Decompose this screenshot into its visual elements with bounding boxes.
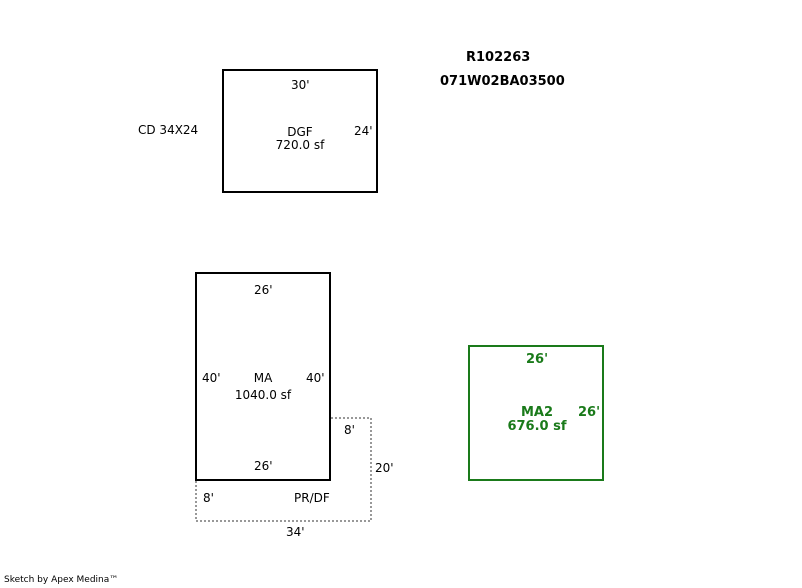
ma-area: 1040.0 sf xyxy=(234,388,292,402)
dgf-top-dim: 30' xyxy=(291,78,310,92)
ma2-name: MA2 xyxy=(520,405,554,420)
dgf-right-dim: 24' xyxy=(354,124,373,138)
ma2-right-dim: 26' xyxy=(578,405,601,420)
ma-outline xyxy=(195,272,331,481)
sketch-credit: Sketch by Apex Medina™ xyxy=(4,575,119,585)
ma-top-dim: 26' xyxy=(254,283,273,297)
prdf-left-dim: 8' xyxy=(203,491,214,505)
ma2-outline xyxy=(468,345,604,481)
map-number: 071W02BA03500 xyxy=(440,74,565,89)
ma-name: MA xyxy=(253,371,273,385)
ma2-top-dim: 26' xyxy=(526,352,549,367)
dgf-outline xyxy=(222,69,378,193)
prdf-name: PR/DF xyxy=(294,491,330,505)
ma-left-dim: 40' xyxy=(202,371,221,385)
prdf-top-right-dim: 8' xyxy=(344,423,355,437)
ma-right-dim: 40' xyxy=(306,371,325,385)
ma2-area: 676.0 sf xyxy=(507,419,567,434)
ma-bottom-dim: 26' xyxy=(254,459,273,473)
dgf-side-label: CD 34X24 xyxy=(138,123,199,137)
prdf-right-dim: 20' xyxy=(375,461,394,475)
dgf-name: DGF xyxy=(287,125,313,139)
dgf-area: 720.0 sf xyxy=(275,138,325,152)
parcel-id: R102263 xyxy=(466,50,531,65)
prdf-bottom-dim: 34' xyxy=(286,525,305,539)
